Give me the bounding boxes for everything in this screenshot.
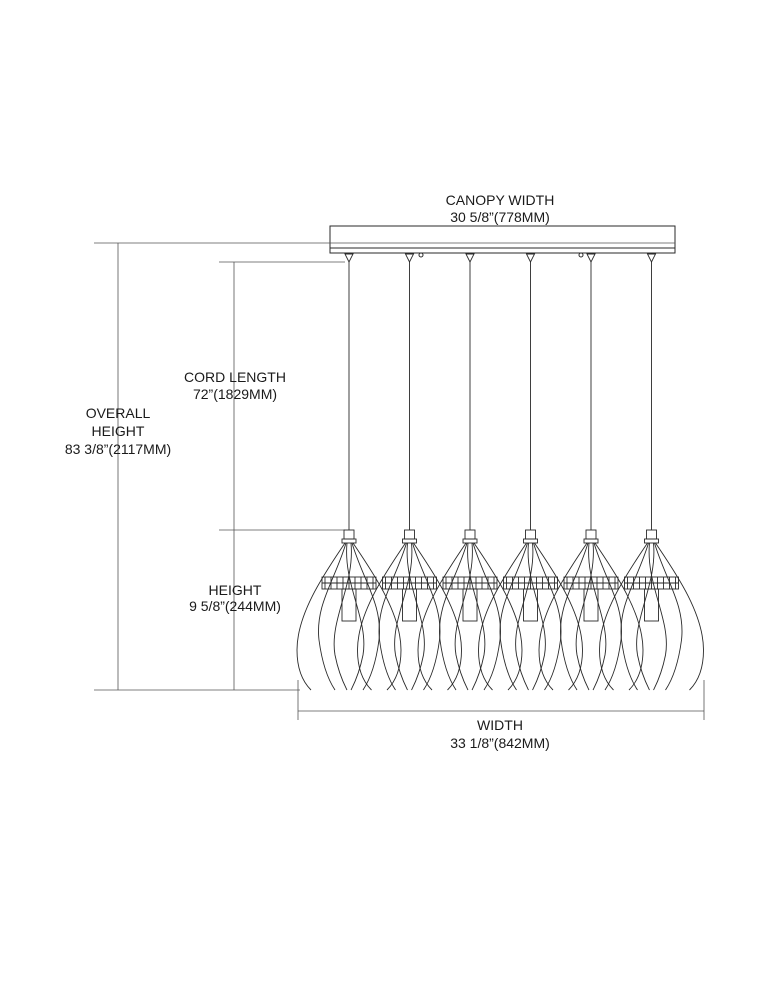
cage-wire bbox=[654, 542, 683, 691]
cage-wire bbox=[499, 542, 528, 691]
pendant bbox=[296, 253, 402, 691]
cage-wire bbox=[406, 542, 425, 691]
cage-wire bbox=[575, 542, 594, 691]
pendants bbox=[296, 253, 704, 691]
overall-height-value: 83 3/8”(2117MM) bbox=[64, 441, 172, 457]
cage-wire bbox=[352, 542, 402, 691]
cage-wire bbox=[534, 542, 583, 691]
cage-wire bbox=[527, 542, 546, 691]
overall-height-label-1: OVERALL bbox=[85, 405, 151, 421]
cage-wire bbox=[478, 542, 527, 691]
width-value: 33 1/8”(842MM) bbox=[450, 735, 550, 751]
canopy bbox=[329, 225, 676, 258]
cage-wire bbox=[538, 542, 588, 691]
cage-wire bbox=[560, 542, 589, 691]
cage-wire bbox=[515, 542, 534, 691]
cage-wire bbox=[620, 542, 649, 691]
cage-wire bbox=[467, 542, 486, 691]
cage-wire bbox=[648, 542, 667, 691]
cage-wire bbox=[473, 542, 523, 691]
pendant bbox=[538, 253, 644, 691]
pendant bbox=[417, 253, 523, 691]
cage-wire bbox=[378, 542, 407, 691]
cord-length-label: CORD LENGTH bbox=[184, 369, 286, 385]
cage-wire bbox=[296, 542, 346, 691]
width-label: WIDTH bbox=[477, 717, 523, 733]
cage-wire bbox=[599, 542, 648, 691]
cage-wire bbox=[394, 542, 413, 691]
cage-wire bbox=[346, 542, 365, 691]
cage-wire bbox=[594, 542, 644, 691]
pendant bbox=[478, 253, 583, 691]
pendant bbox=[599, 253, 704, 691]
overall-height-label-2: HEIGHT bbox=[91, 423, 145, 439]
cage-wire bbox=[318, 542, 347, 691]
cage-wire bbox=[333, 542, 352, 691]
pendant bbox=[357, 253, 462, 691]
height-value: 9 5/8”(244MM) bbox=[189, 598, 281, 614]
cage-wire bbox=[588, 542, 607, 691]
cage-wire bbox=[636, 542, 655, 691]
cage-wire bbox=[417, 542, 467, 691]
cage-wire bbox=[413, 542, 462, 691]
canopy-width-value: 30 5/8”(778MM) bbox=[450, 209, 550, 225]
cage-wire bbox=[357, 542, 406, 691]
dimension-lines bbox=[94, 242, 705, 720]
cord-length-value: 72”(1829MM) bbox=[192, 386, 278, 402]
cage-wire bbox=[454, 542, 473, 691]
cage-wire bbox=[439, 542, 468, 691]
canopy-width-label: CANOPY WIDTH bbox=[445, 192, 555, 208]
height-label: HEIGHT bbox=[208, 582, 262, 598]
cage-wire bbox=[655, 542, 704, 691]
